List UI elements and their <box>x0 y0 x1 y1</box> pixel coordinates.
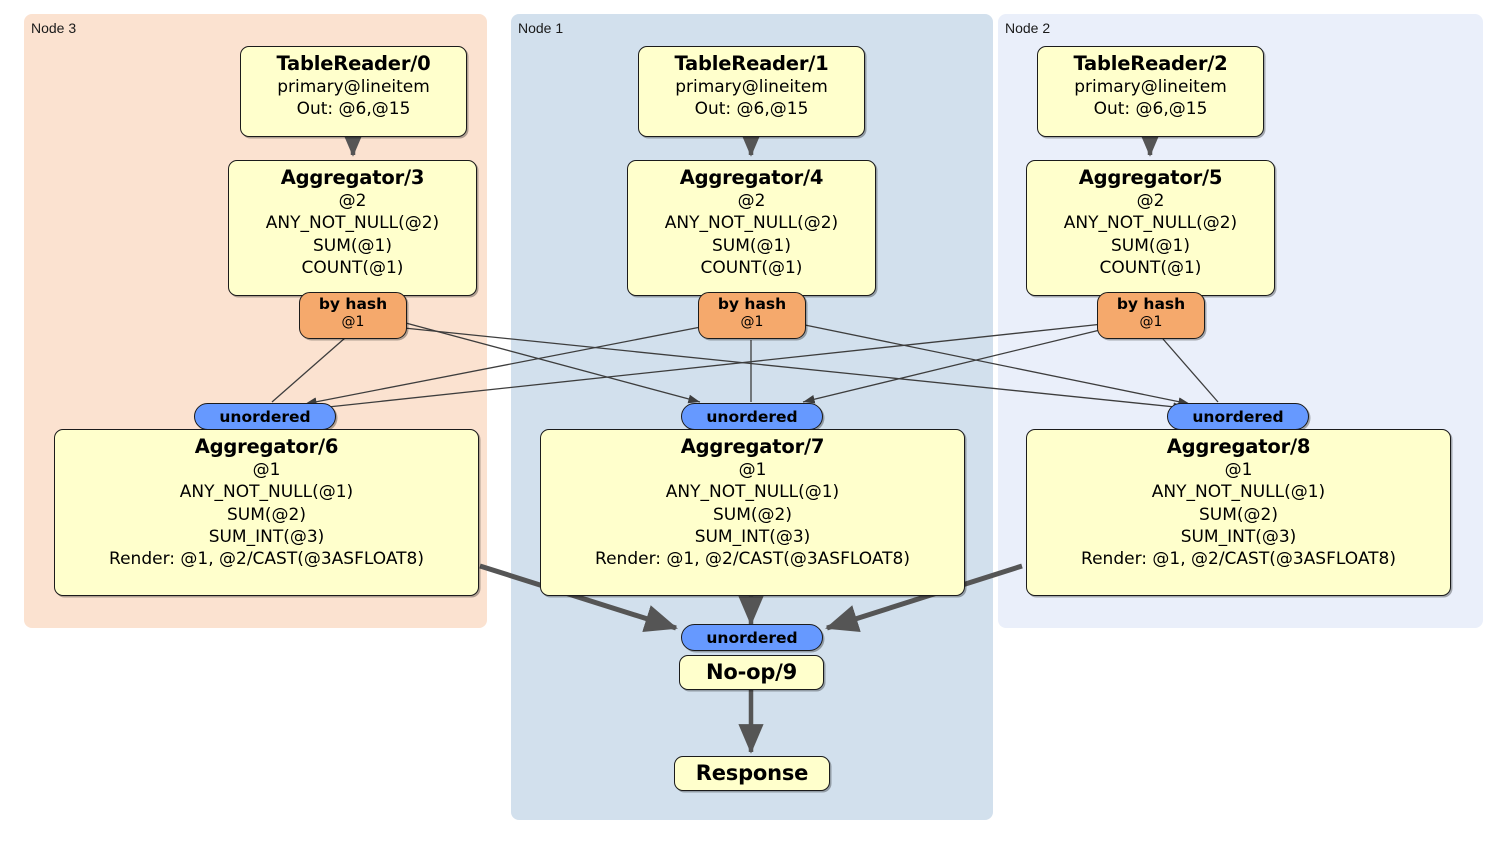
op-title: TableReader/2 <box>1073 52 1228 75</box>
stream-badge-label: unordered <box>219 408 311 426</box>
op-box-aggregator-4[interactable]: Aggregator/4 @2 ANY_NOT_NULL(@2) SUM(@1)… <box>627 160 876 296</box>
op-detail-line: SUM(@2) <box>713 504 792 525</box>
op-detail-line: ANY_NOT_NULL(@2) <box>1063 213 1238 234</box>
op-box-aggregator-6[interactable]: Aggregator/6 @1 ANY_NOT_NULL(@1) SUM(@2)… <box>54 429 479 596</box>
stream-badge-label: unordered <box>1192 408 1284 426</box>
op-detail-line: ANY_NOT_NULL(@2) <box>265 213 440 234</box>
op-detail-line: primary@lineitem <box>277 77 430 98</box>
op-title: Response <box>695 761 809 785</box>
op-detail-line: primary@lineitem <box>1074 77 1227 98</box>
op-detail-line: @1 <box>252 460 281 481</box>
op-detail-line: COUNT(@1) <box>700 257 803 278</box>
op-title: Aggregator/8 <box>1166 435 1311 458</box>
hash-router-label: by hash <box>318 295 388 313</box>
op-title: TableReader/1 <box>674 52 829 75</box>
op-detail-line: SUM_INT(@3) <box>694 526 811 547</box>
op-box-tablereader-2[interactable]: TableReader/2 primary@lineitem Out: @6,@… <box>1037 46 1264 137</box>
op-detail-line: @1 <box>738 460 767 481</box>
op-detail-line: ANY_NOT_NULL(@1) <box>1151 482 1326 503</box>
op-title: No-op/9 <box>705 660 798 684</box>
op-detail-line: SUM(@1) <box>313 235 392 256</box>
op-detail-line: COUNT(@1) <box>1099 257 1202 278</box>
op-detail-line: SUM(@2) <box>1199 504 1278 525</box>
stream-badge-unordered-2[interactable]: unordered <box>1167 403 1309 430</box>
op-box-aggregator-7[interactable]: Aggregator/7 @1 ANY_NOT_NULL(@1) SUM(@2)… <box>540 429 965 596</box>
stream-badge-label: unordered <box>706 629 798 647</box>
hash-router-badge-1[interactable]: by hash @1 <box>698 292 806 339</box>
op-detail-line: SUM(@2) <box>227 504 306 525</box>
op-title: Aggregator/3 <box>280 166 425 189</box>
node-panel-label-node1: Node 1 <box>518 20 564 36</box>
op-title: Aggregator/6 <box>194 435 339 458</box>
op-title: Aggregator/7 <box>680 435 825 458</box>
hash-router-label: by hash <box>717 295 787 313</box>
op-detail-line: Out: @6,@15 <box>694 99 809 120</box>
op-title: TableReader/0 <box>276 52 431 75</box>
op-detail-line: Out: @6,@15 <box>296 99 411 120</box>
op-detail-line: primary@lineitem <box>675 77 828 98</box>
hash-router-column: @1 <box>341 313 365 330</box>
op-box-aggregator-3[interactable]: Aggregator/3 @2 ANY_NOT_NULL(@2) SUM(@1)… <box>228 160 477 296</box>
op-detail-line: SUM_INT(@3) <box>208 526 325 547</box>
op-detail-line: ANY_NOT_NULL(@1) <box>179 482 354 503</box>
hash-router-badge-2[interactable]: by hash @1 <box>1097 292 1205 339</box>
stream-badge-unordered-0[interactable]: unordered <box>194 403 336 430</box>
op-title: Aggregator/5 <box>1078 166 1223 189</box>
op-box-aggregator-8[interactable]: Aggregator/8 @1 ANY_NOT_NULL(@1) SUM(@2)… <box>1026 429 1451 596</box>
stream-badge-label: unordered <box>706 408 798 426</box>
op-detail-line: SUM_INT(@3) <box>1180 526 1297 547</box>
stream-badge-unordered-1[interactable]: unordered <box>681 403 823 430</box>
op-detail-line: SUM(@1) <box>1111 235 1190 256</box>
op-detail-line: @2 <box>737 191 766 212</box>
op-detail-line: Out: @6,@15 <box>1093 99 1208 120</box>
op-title: Aggregator/4 <box>679 166 824 189</box>
hash-router-label: by hash <box>1116 295 1186 313</box>
op-box-tablereader-1[interactable]: TableReader/1 primary@lineitem Out: @6,@… <box>638 46 865 137</box>
op-box-aggregator-5[interactable]: Aggregator/5 @2 ANY_NOT_NULL(@2) SUM(@1)… <box>1026 160 1275 296</box>
op-box-noop-9[interactable]: No-op/9 <box>679 655 824 690</box>
node-panel-label-node2: Node 2 <box>1005 20 1051 36</box>
op-detail-line: Render: @1, @2/CAST(@3ASFLOAT8) <box>595 548 910 569</box>
op-detail-line: @1 <box>1224 460 1253 481</box>
hash-router-column: @1 <box>740 313 764 330</box>
op-detail-line: ANY_NOT_NULL(@1) <box>665 482 840 503</box>
op-detail-line: @2 <box>338 191 367 212</box>
stream-badge-unordered-3[interactable]: unordered <box>681 624 823 651</box>
op-detail-line: Render: @1, @2/CAST(@3ASFLOAT8) <box>109 548 424 569</box>
hash-router-column: @1 <box>1139 313 1163 330</box>
op-detail-line: SUM(@1) <box>712 235 791 256</box>
node-panel-label-node3: Node 3 <box>31 20 77 36</box>
op-detail-line: ANY_NOT_NULL(@2) <box>664 213 839 234</box>
op-detail-line: Render: @1, @2/CAST(@3ASFLOAT8) <box>1081 548 1396 569</box>
hash-router-badge-0[interactable]: by hash @1 <box>299 292 407 339</box>
op-box-tablereader-0[interactable]: TableReader/0 primary@lineitem Out: @6,@… <box>240 46 467 137</box>
op-detail-line: @2 <box>1136 191 1165 212</box>
op-box-response[interactable]: Response <box>674 756 830 791</box>
op-detail-line: COUNT(@1) <box>301 257 404 278</box>
